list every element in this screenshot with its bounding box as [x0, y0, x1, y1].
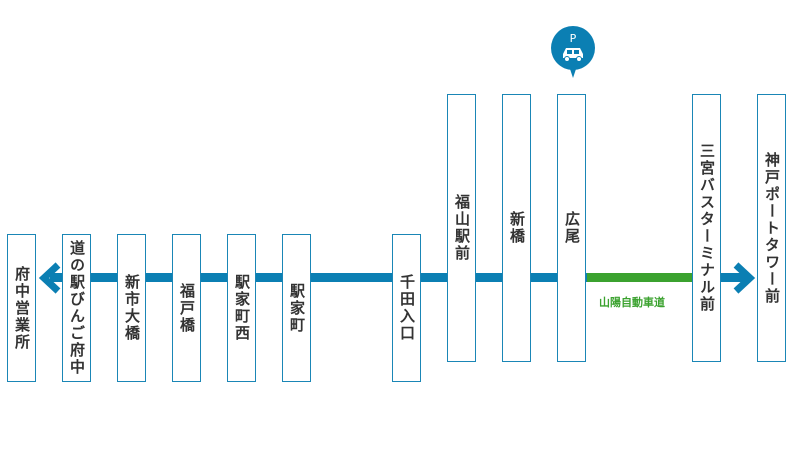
- station-ekiyacho-nishi: 駅家町西: [227, 234, 256, 382]
- station-shinbashi: 新橋: [502, 94, 531, 362]
- station-ekiyacho: 駅家町: [282, 234, 311, 382]
- route-line: [50, 273, 587, 282]
- station-shinichi-ohashi: 新市大橋: [117, 234, 146, 382]
- station-fuchu-eigyosho: 府中営業所: [7, 234, 36, 382]
- station-label: 新橋: [508, 211, 526, 245]
- station-fukuyama-ekimae: 福山駅前: [447, 94, 476, 362]
- station-label: 千田入口: [398, 274, 416, 342]
- station-senda-iriguchi: 千田入口: [392, 234, 421, 382]
- parking-car-icon: [551, 26, 595, 78]
- station-label: 駅家町西: [233, 274, 251, 342]
- station-label: 道の駅びんご府中: [68, 240, 86, 376]
- station-michinoeki-bingo-fuchu: 道の駅びんご府中: [62, 234, 91, 382]
- station-fukudo-bashi: 福戸橋: [172, 234, 201, 382]
- station-label: 神戸ポートタワー前: [763, 151, 781, 305]
- station-label: 三宮バスターミナル前: [698, 143, 716, 313]
- station-label: 駅家町: [288, 282, 306, 334]
- station-label: 府中営業所: [13, 265, 31, 351]
- parking-marker: P: [551, 26, 595, 80]
- station-label: 新市大橋: [123, 274, 141, 342]
- station-sannomiya-bus-terminal: 三宮バスターミナル前: [692, 94, 721, 362]
- route-line-east: [720, 273, 748, 282]
- station-label: 福戸橋: [178, 282, 196, 334]
- arrow-right-icon: [733, 262, 756, 294]
- station-kobe-port-tower: 神戸ポートタワー前: [757, 94, 786, 362]
- station-label: 広尾: [563, 211, 581, 245]
- highway-line: [587, 273, 693, 282]
- station-label: 福山駅前: [453, 194, 471, 262]
- parking-label: P: [569, 32, 577, 45]
- highway-label: 山陽自動車道: [599, 296, 665, 309]
- station-hiroo: 広尾: [557, 94, 586, 362]
- arrow-left-icon: [38, 262, 61, 294]
